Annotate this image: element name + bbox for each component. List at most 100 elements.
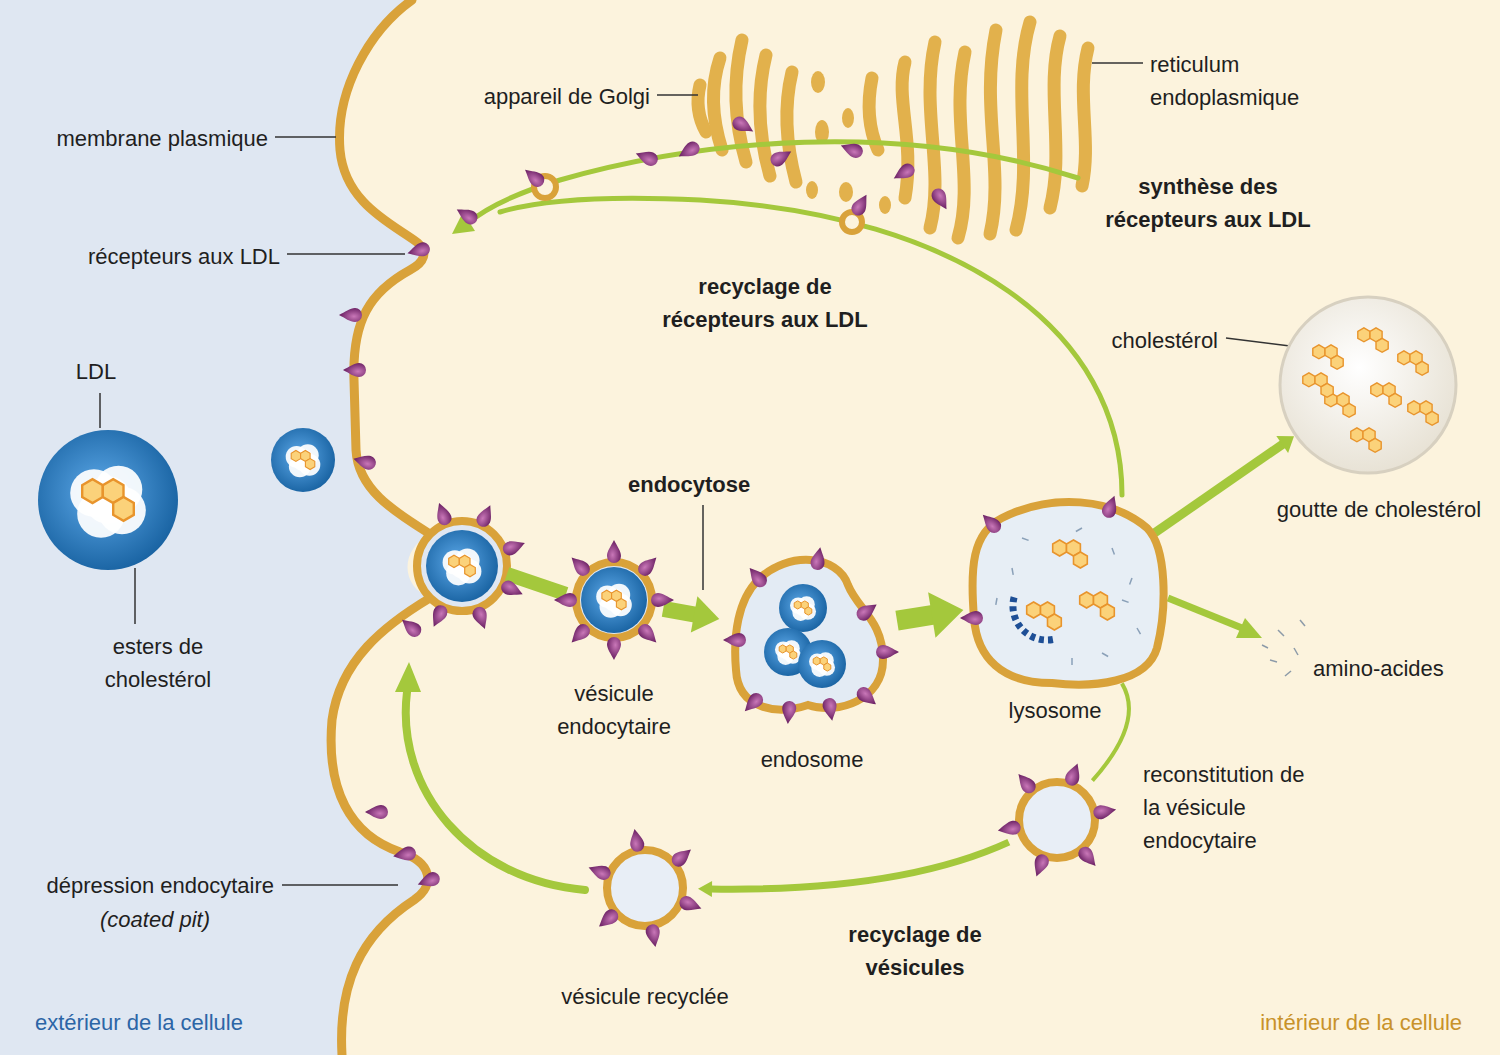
recycling-arrows bbox=[406, 142, 1242, 890]
ldl-receptor bbox=[854, 684, 881, 710]
illustration-part bbox=[814, 656, 830, 672]
illustration-part bbox=[1050, 36, 1060, 208]
illustration-part bbox=[839, 182, 853, 202]
arrow-head bbox=[698, 881, 712, 897]
cholesterol-ring bbox=[1416, 361, 1428, 375]
illustration-part bbox=[1016, 22, 1030, 230]
illustration-part bbox=[869, 78, 878, 150]
cholesterol-ring bbox=[1376, 338, 1388, 352]
illustration-part bbox=[500, 198, 1122, 495]
ldl-receptor bbox=[453, 203, 480, 227]
cholesterol-ring bbox=[1074, 552, 1088, 568]
node-shape bbox=[564, 550, 664, 650]
illustration-part bbox=[134, 568, 136, 624]
illustration-part bbox=[607, 850, 683, 926]
flow-arrow bbox=[663, 596, 719, 632]
annotation-label: dépression endocytaire bbox=[47, 869, 274, 902]
ldl-receptor bbox=[730, 114, 757, 138]
cell-exterior bbox=[0, 0, 430, 1055]
arrow-head bbox=[928, 592, 963, 637]
ldl-receptor bbox=[781, 700, 797, 724]
arrow-shaft bbox=[1155, 444, 1284, 533]
cholesterol-ring bbox=[805, 607, 812, 615]
endosome: endosome bbox=[718, 540, 898, 730]
node-label: lysosome bbox=[985, 694, 1125, 727]
node-label: vésicule endocytaire bbox=[534, 677, 694, 743]
cholesterol-ring bbox=[794, 601, 801, 609]
node-shape bbox=[35, 427, 181, 573]
annotation-label: cholestérol bbox=[1112, 324, 1218, 357]
ldl-receptor bbox=[406, 241, 432, 260]
illustration-part bbox=[1262, 645, 1268, 648]
annotation-label: amino-acides bbox=[1313, 652, 1444, 685]
ldl-receptor bbox=[978, 510, 1004, 536]
node-label: endosome bbox=[742, 743, 882, 776]
edge-label: endocytose bbox=[628, 468, 750, 501]
node-shape bbox=[718, 540, 898, 730]
cholesterol-ring bbox=[395, 662, 421, 692]
annotation-label: recyclage de récepteurs aux LDL bbox=[650, 270, 880, 336]
annotation-label: intérieur de la cellule bbox=[1260, 1006, 1462, 1039]
illustration-part bbox=[1270, 660, 1277, 662]
illustration-part bbox=[1071, 658, 1073, 665]
annotation-label: (coated pit) bbox=[100, 903, 210, 936]
ldl-receptor bbox=[499, 578, 526, 600]
cholesterol-ring bbox=[1343, 403, 1355, 417]
illustration-part bbox=[780, 644, 796, 660]
node-shape bbox=[592, 835, 698, 941]
cholesterol-ring bbox=[813, 657, 820, 665]
illustration-part bbox=[1294, 648, 1298, 655]
ldl-receptor bbox=[633, 147, 659, 168]
ldl-receptor bbox=[339, 308, 362, 322]
illustration-part bbox=[468, 142, 1078, 223]
illustration-part bbox=[1022, 538, 1029, 540]
ldl-receptor bbox=[838, 139, 864, 160]
illustration-part bbox=[798, 640, 846, 688]
ldl-receptor bbox=[677, 894, 703, 915]
illustration-part bbox=[1168, 598, 1242, 628]
cholesterol-ring bbox=[1236, 618, 1262, 638]
cholesterol-ring bbox=[602, 590, 612, 601]
ldl-receptor bbox=[501, 536, 527, 557]
illustration-part bbox=[271, 428, 335, 492]
illustration-part bbox=[713, 58, 722, 150]
reconstituted-vesicle: reconstitution de la vésicule endocytair… bbox=[1004, 767, 1110, 873]
illustration-part bbox=[1122, 600, 1129, 602]
lysosome: lysosome bbox=[962, 488, 1174, 698]
illustration-part bbox=[1278, 630, 1284, 636]
illustration-part bbox=[996, 598, 997, 605]
ldl-receptor bbox=[415, 870, 441, 891]
ldl-receptor bbox=[352, 452, 378, 471]
ldl-receptor bbox=[1013, 770, 1039, 797]
flow-arrow bbox=[897, 592, 963, 637]
ldl-receptor bbox=[723, 633, 746, 647]
ldl-receptor bbox=[635, 553, 661, 579]
cholesterol-ring bbox=[291, 451, 300, 462]
illustration-part bbox=[292, 449, 314, 471]
cholesterol-ring bbox=[1369, 438, 1381, 452]
cholesterol-ring bbox=[1389, 393, 1401, 407]
illustration-part bbox=[760, 55, 770, 176]
cholesterol-ring bbox=[1303, 373, 1315, 387]
cholesterol-ring bbox=[1321, 383, 1333, 397]
ldl-receptor bbox=[1030, 852, 1051, 878]
node-shape bbox=[1278, 295, 1458, 475]
ldl-receptor bbox=[427, 603, 449, 630]
ldl-receptor bbox=[628, 828, 646, 853]
illustration-part bbox=[426, 530, 498, 602]
cholesterol-ring bbox=[616, 599, 626, 610]
ldl-receptor bbox=[521, 164, 548, 190]
arrow-shaft bbox=[711, 842, 1009, 889]
ldl-receptor bbox=[929, 186, 953, 213]
illustration-part bbox=[1130, 578, 1132, 585]
cholesterol-ring bbox=[1313, 345, 1325, 359]
arrow-head bbox=[1276, 436, 1294, 453]
illustration-part bbox=[1082, 48, 1088, 186]
amino-acid-fragments bbox=[1262, 620, 1305, 676]
cholesterol-ring bbox=[779, 645, 786, 653]
ldl-receptor bbox=[876, 645, 899, 659]
cholesterol-ring bbox=[1331, 355, 1343, 369]
arrow-shaft bbox=[663, 609, 696, 615]
illustration-part bbox=[806, 181, 818, 199]
